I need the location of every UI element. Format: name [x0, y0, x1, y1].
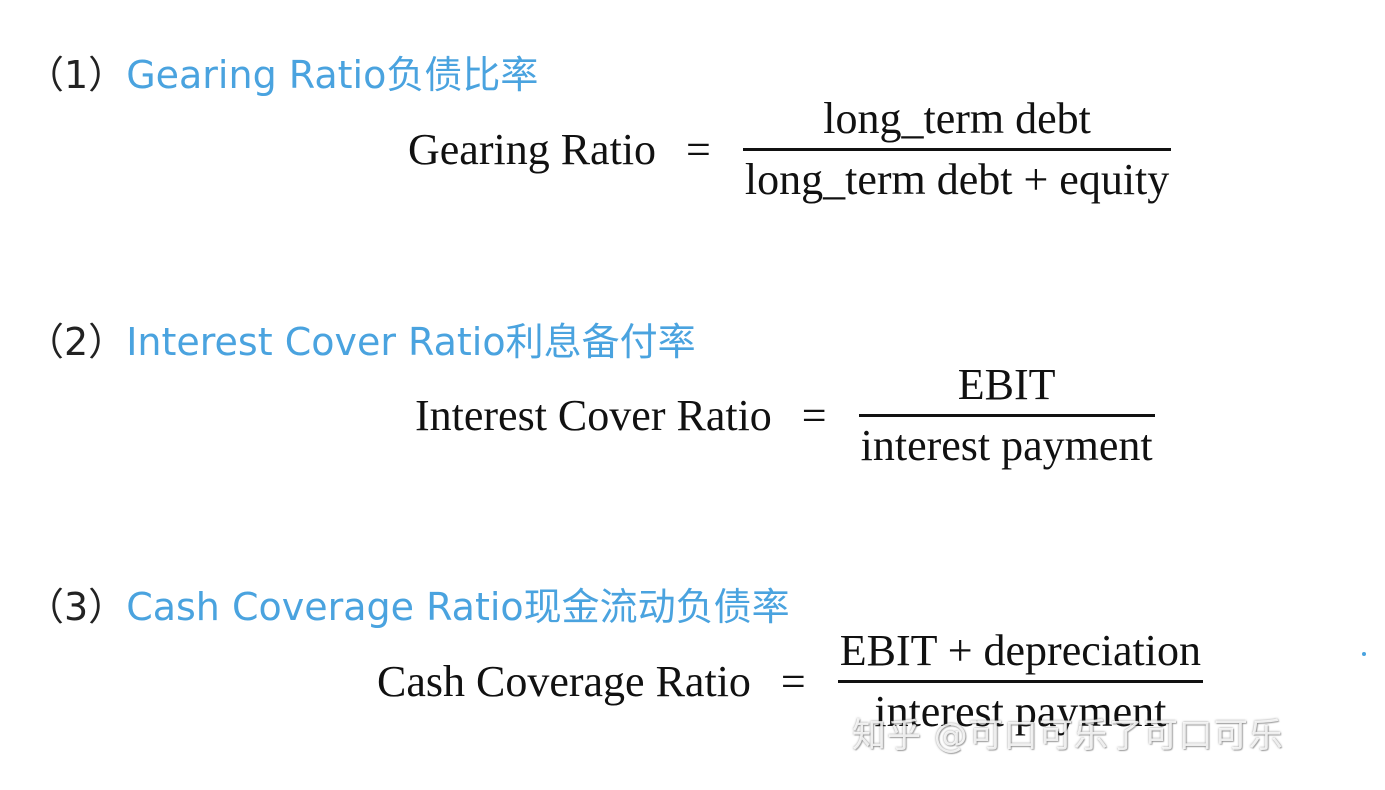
formula-2-equals: =: [801, 391, 827, 441]
section-2-title: Interest Cover Ratio利息备付率: [126, 320, 696, 364]
formula-3-lhs: Cash Coverage Ratio: [377, 657, 751, 707]
formula-2-numerator: EBIT: [957, 360, 1056, 409]
gearing-ratio-formula: Gearing Ratio = long_term debt long_term…: [408, 94, 1172, 205]
formula-3-fraction-bar: [837, 680, 1203, 684]
section-2-number: （2）: [26, 320, 127, 364]
formula-2-fraction-bar: [858, 414, 1155, 418]
formula-3-fraction: EBIT + depreciation interest payment: [837, 626, 1203, 737]
formula-1-fraction-bar: [742, 148, 1172, 152]
formula-3-equals: =: [780, 657, 806, 707]
section-3-title: Cash Coverage Ratio现金流动负债率: [126, 585, 790, 629]
formula-2-denominator: interest payment: [860, 421, 1153, 471]
interest-cover-ratio-formula: Interest Cover Ratio = EBIT interest pay…: [415, 360, 1155, 471]
formula-3-denominator: interest payment: [874, 687, 1167, 737]
formula-1-numerator: long_term debt: [823, 94, 1091, 143]
watermark: 知乎 @可口可乐了可口可乐: [852, 716, 1284, 756]
formula-1-denominator: long_term debt + equity: [744, 155, 1170, 205]
formula-1-fraction: long_term debt long_term debt + equity: [742, 94, 1172, 205]
formula-3-numerator: EBIT + depreciation: [839, 626, 1201, 675]
section-1-heading: （1）Gearing Ratio负债比率: [26, 56, 538, 94]
section-1-number: （1）: [26, 53, 127, 97]
formula-1-equals: =: [686, 125, 711, 175]
formula-2-fraction: EBIT interest payment: [858, 360, 1155, 471]
section-3-number: （3）: [26, 585, 127, 629]
section-2-heading: （2）Interest Cover Ratio利息备付率: [26, 323, 696, 361]
decorative-dot: [1362, 652, 1366, 656]
cash-coverage-ratio-formula: Cash Coverage Ratio = EBIT + depreciatio…: [377, 626, 1203, 737]
formula-2-lhs: Interest Cover Ratio: [415, 391, 772, 441]
formula-1-lhs: Gearing Ratio: [408, 125, 657, 175]
section-1-title: Gearing Ratio负债比率: [126, 53, 539, 97]
section-3-heading: （3）Cash Coverage Ratio现金流动负债率: [26, 588, 790, 626]
